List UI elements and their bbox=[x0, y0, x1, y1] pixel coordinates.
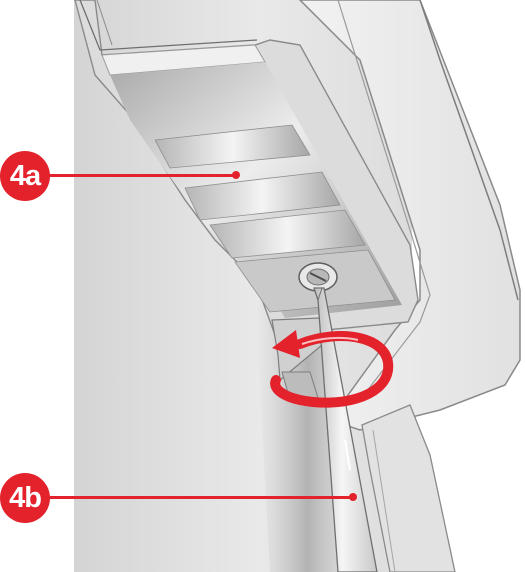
adjustment-screw bbox=[298, 262, 338, 292]
callout-4a-label: 4a bbox=[9, 159, 41, 192]
screwdriver bbox=[313, 287, 378, 572]
callout-4b-badge: 4b bbox=[0, 473, 50, 523]
callout-4a-leader-line bbox=[40, 174, 236, 177]
callout-4a-endpoint bbox=[232, 171, 240, 179]
rotate-counterclockwise-arrow-icon bbox=[270, 330, 394, 408]
callout-4b-leader-line bbox=[40, 496, 353, 499]
callout-4b-label: 4b bbox=[9, 481, 42, 514]
callout-4b-endpoint bbox=[349, 493, 357, 501]
device-bezel bbox=[298, 0, 521, 572]
housing-recess bbox=[74, 0, 419, 336]
callout-4a-badge: 4a bbox=[0, 151, 50, 201]
